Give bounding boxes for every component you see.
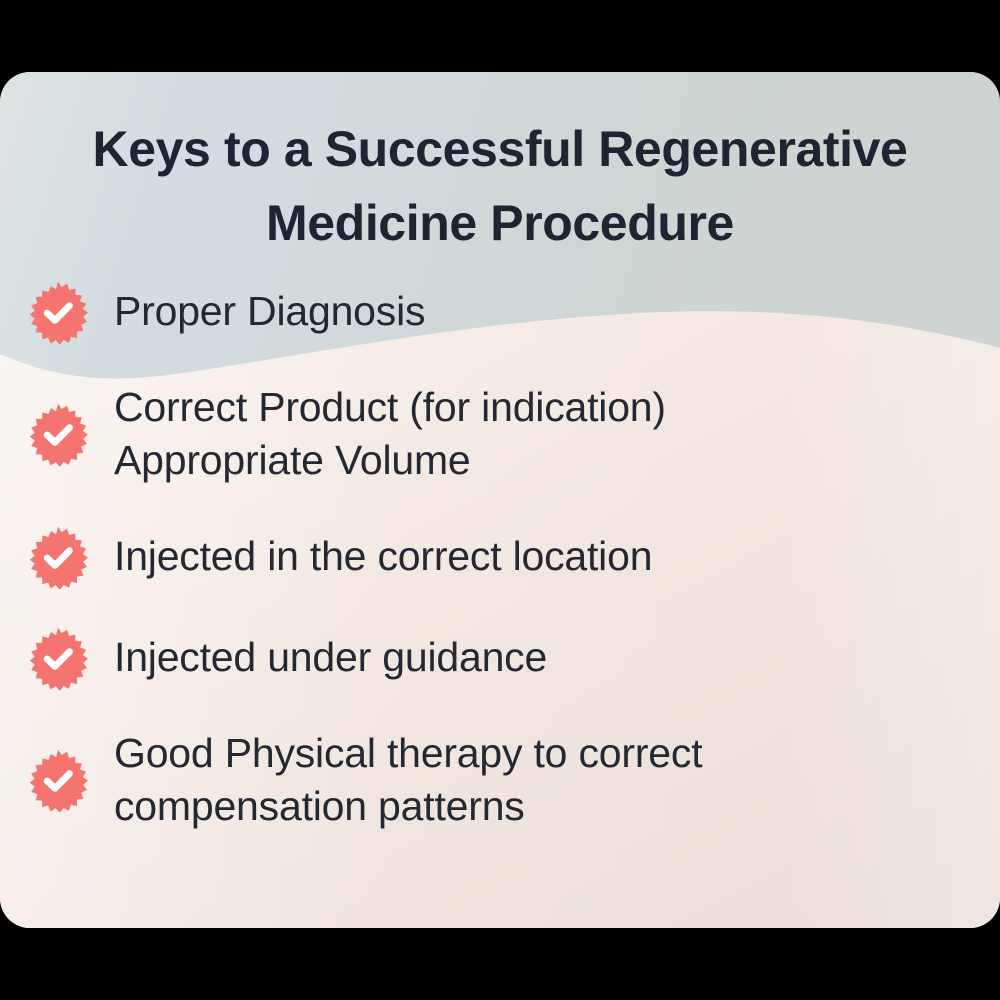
key-points-list: Proper Diagnosis Correct Product (for in… [0,280,1000,833]
list-item-label: Proper Diagnosis [114,288,426,335]
list-item-label: Good Physical therapy to correct compens… [114,729,703,829]
check-badge-icon [26,748,90,812]
list-item: Good Physical therapy to correct compens… [26,727,976,834]
check-badge-icon [26,626,90,690]
check-badge-icon [26,280,90,344]
page-title: Keys to a Successful Regenerative Medici… [92,121,908,251]
list-item: Injected in the correct location [26,525,976,589]
check-badge-icon [26,402,90,467]
list-item: Correct Product (for indication) Appropr… [26,381,976,488]
infographic-card: Keys to a Successful Regenerative Medici… [0,72,1000,928]
check-badge-icon [26,525,90,589]
list-item-label: Injected in the correct location [114,532,653,579]
list-item-label: Correct Product (for indication) Appropr… [114,384,666,484]
list-item: Proper Diagnosis [26,280,976,344]
list-item-label: Injected under guidance [114,633,548,680]
list-item: Injected under guidance [26,626,976,690]
